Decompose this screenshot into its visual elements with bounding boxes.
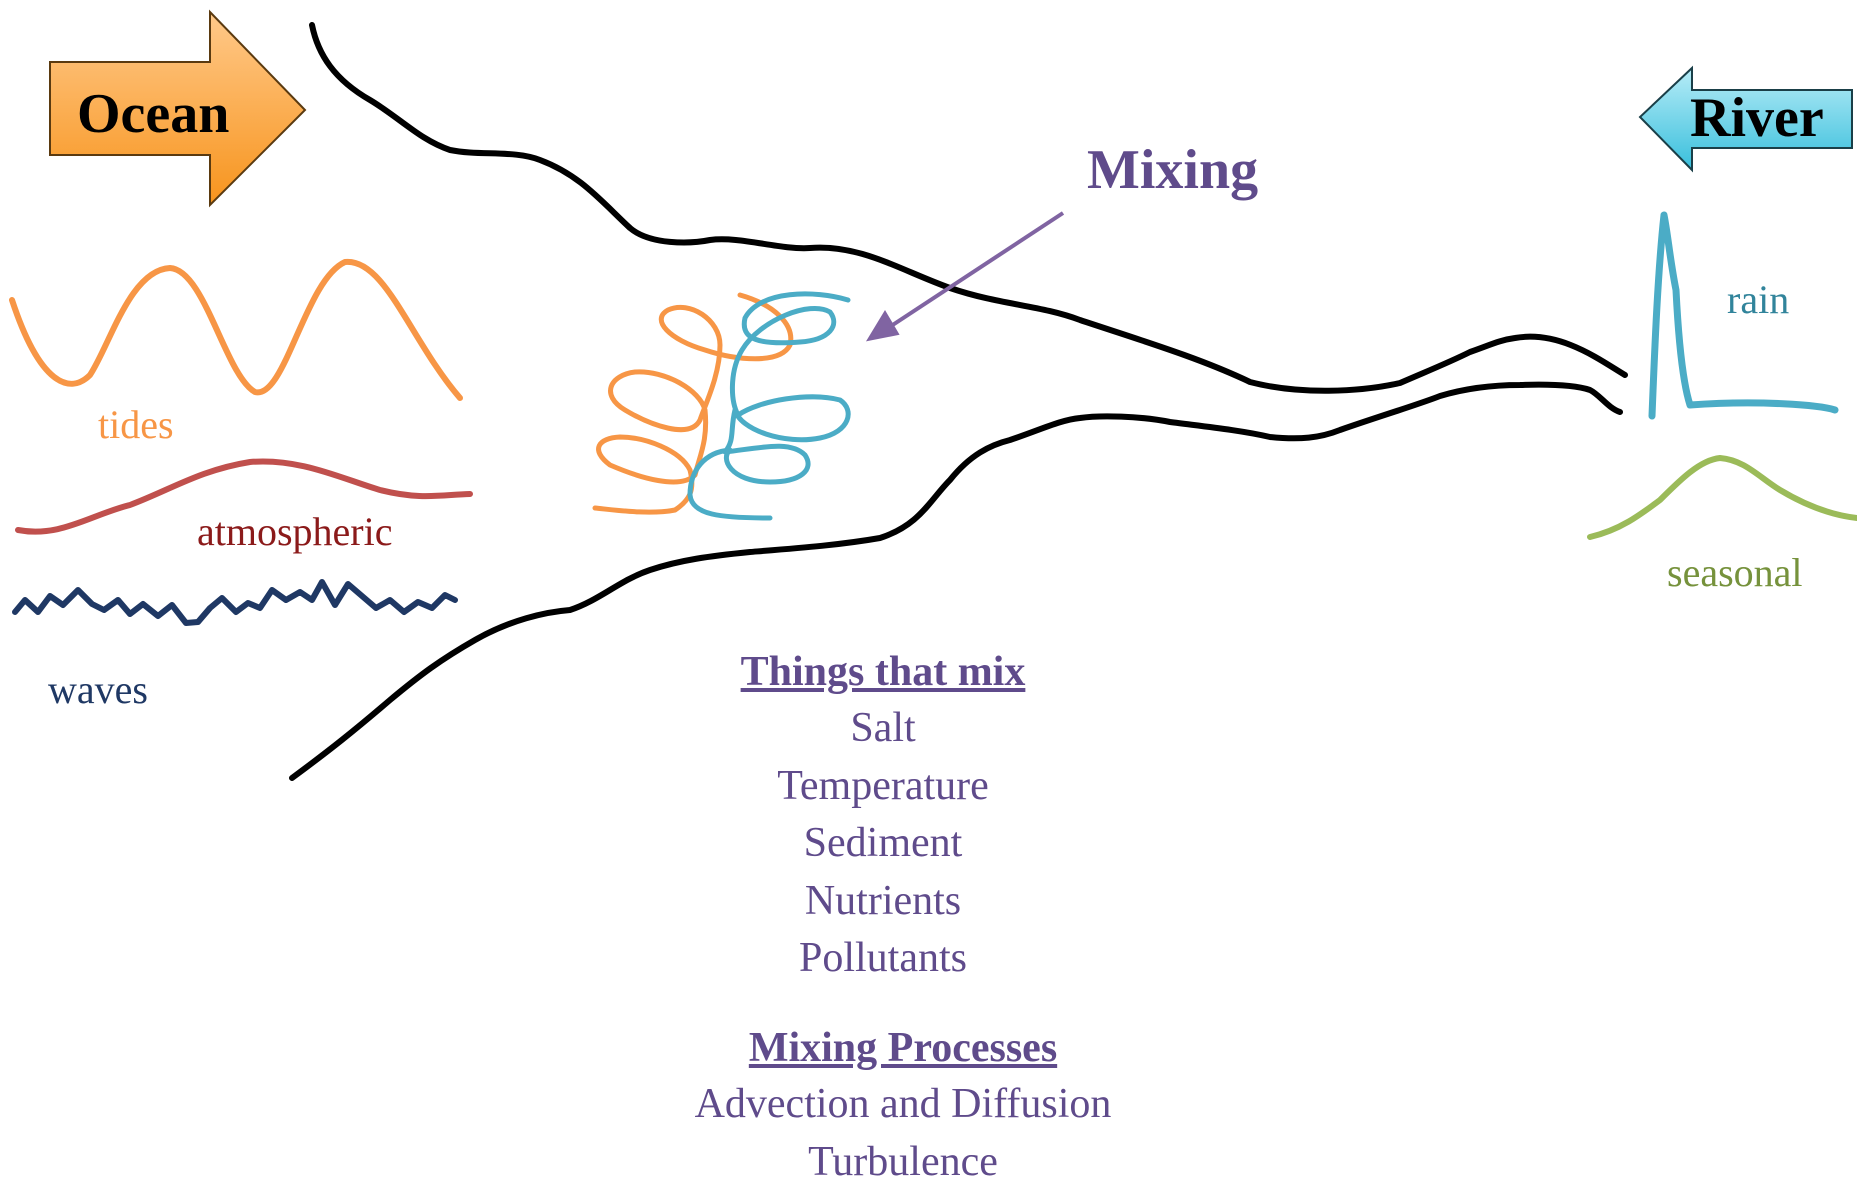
tides-wave-icon bbox=[12, 262, 460, 398]
rain-label: rain bbox=[1727, 280, 1789, 320]
list-item: Advection and Diffusion bbox=[603, 1076, 1203, 1134]
seasonal-label: seasonal bbox=[1667, 553, 1803, 593]
things-that-mix-list: Things that mix Salt Temperature Sedimen… bbox=[633, 644, 1133, 988]
estuary-upper-bank bbox=[312, 25, 1625, 391]
ocean-label: Ocean bbox=[77, 86, 229, 142]
atmospheric-label: atmospheric bbox=[197, 512, 393, 552]
mixing-pointer-icon bbox=[868, 213, 1063, 340]
list-item: Sediment bbox=[633, 815, 1133, 873]
waves-label: waves bbox=[48, 670, 148, 710]
list-item: Salt bbox=[633, 700, 1133, 758]
things-that-mix-heading: Things that mix bbox=[633, 644, 1133, 700]
list-item: Temperature bbox=[633, 758, 1133, 816]
mixing-processes-list: Mixing Processes Advection and Diffusion… bbox=[603, 1020, 1203, 1182]
list-item: Pollutants bbox=[633, 930, 1133, 988]
seasonal-curve-icon bbox=[1590, 458, 1857, 537]
mixing-label: Mixing bbox=[1087, 142, 1258, 198]
river-label: River bbox=[1690, 90, 1824, 146]
list-item: Nutrients bbox=[633, 873, 1133, 931]
waves-wave-icon bbox=[15, 582, 455, 623]
mixing-processes-heading: Mixing Processes bbox=[603, 1020, 1203, 1076]
list-item: Turbulence bbox=[603, 1134, 1203, 1182]
tides-label: tides bbox=[98, 405, 174, 445]
